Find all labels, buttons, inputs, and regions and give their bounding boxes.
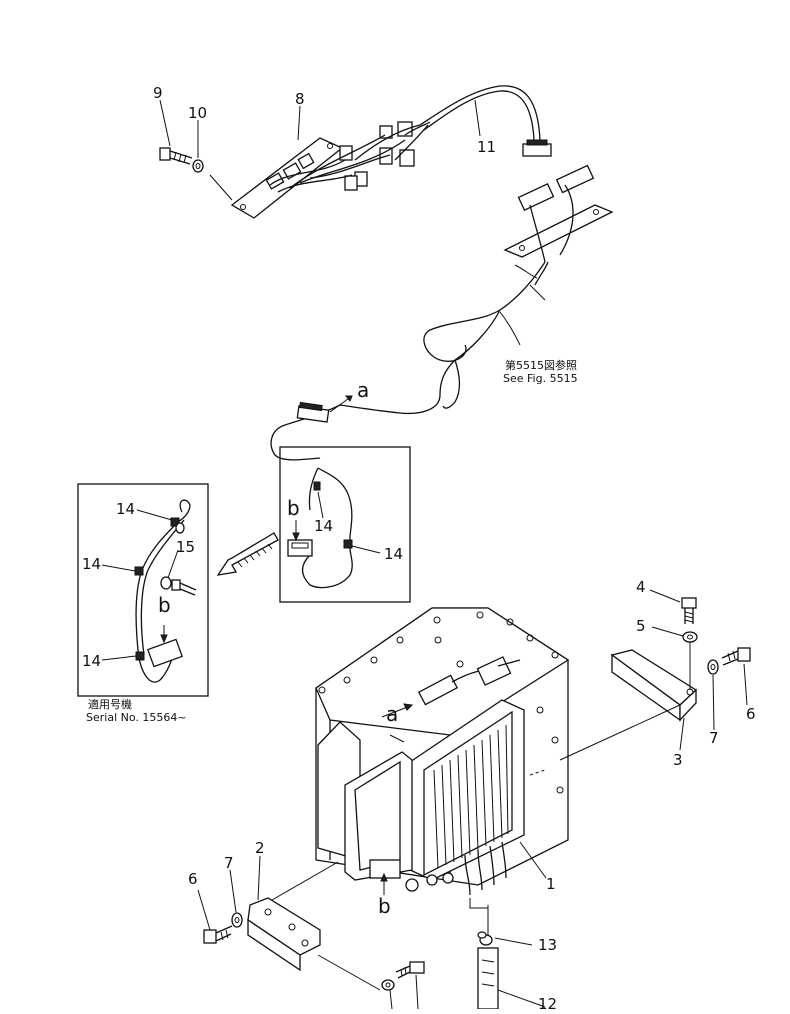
- marker-b-middle: b: [287, 496, 300, 520]
- arrow-a-lower-2: [389, 734, 405, 743]
- arrow-a-lower-head: [403, 703, 414, 711]
- callout-14-e: 14: [384, 545, 403, 563]
- callout-7-right: 7: [709, 729, 719, 747]
- callout-6-left: 6: [188, 870, 198, 888]
- arrow-b-lower-head: [380, 872, 388, 882]
- detail-box-middle: [279, 446, 411, 603]
- callout-14-a: 14: [116, 500, 135, 518]
- callout-14-b: 14: [82, 555, 101, 573]
- bracket-2: [247, 861, 381, 991]
- callout-4: 4: [636, 578, 646, 596]
- marker-b-lower: b: [378, 894, 391, 918]
- callout-14-d: 14: [314, 517, 333, 535]
- main-harness: [270, 261, 546, 461]
- callout-3: 3: [673, 751, 683, 769]
- bolt-bottom: [395, 961, 425, 979]
- marker-b-left: b: [158, 593, 171, 617]
- serial-en: Serial No. 15564~: [86, 711, 187, 724]
- washer-7-right: [707, 659, 719, 675]
- callout-10: 10: [188, 104, 207, 122]
- marker-a-upper: a: [357, 378, 369, 402]
- washer-bottom: [381, 979, 395, 991]
- callout-8: 8: [295, 90, 305, 108]
- callout-15: 15: [176, 538, 195, 556]
- controller-box: [315, 607, 570, 896]
- arrow-a-lower: [381, 705, 411, 718]
- tube-12: [469, 898, 499, 1010]
- callout-9: 9: [153, 84, 163, 102]
- detail-arrow: [216, 532, 279, 576]
- fig-ref-jp: 第5515図参照: [505, 358, 577, 372]
- serial-jp: 適用号機: [88, 697, 132, 711]
- bracket-3: [559, 638, 698, 761]
- callout-14-c: 14: [82, 652, 101, 670]
- connector-bracket: [503, 164, 614, 286]
- bolt-6-left: [203, 925, 233, 944]
- bolt-6-right: [721, 647, 751, 666]
- callout-2: 2: [255, 839, 265, 857]
- callout-1: 1: [546, 875, 556, 893]
- fig-ref-en: See Fig. 5515: [503, 372, 578, 385]
- callout-6-right: 6: [746, 705, 756, 723]
- callout-7-left: 7: [224, 854, 234, 872]
- leaders: [101, 99, 748, 1010]
- washer-5: [682, 631, 698, 643]
- washer-7-left: [231, 912, 243, 928]
- callout-13: 13: [538, 936, 557, 954]
- washer-10: [192, 159, 204, 173]
- callout-12: 12: [538, 995, 557, 1009]
- harness-11: [419, 85, 552, 157]
- marker-a-lower: a: [386, 702, 398, 726]
- bolt-4: [681, 597, 697, 624]
- callout-11: 11: [477, 138, 496, 156]
- connector-plate: [230, 121, 431, 219]
- fig-ref-leader: [499, 311, 521, 346]
- callout-5: 5: [636, 617, 646, 635]
- detail-box-left: [77, 483, 209, 697]
- clamp-13: [477, 931, 493, 946]
- bolt-9: [159, 147, 233, 201]
